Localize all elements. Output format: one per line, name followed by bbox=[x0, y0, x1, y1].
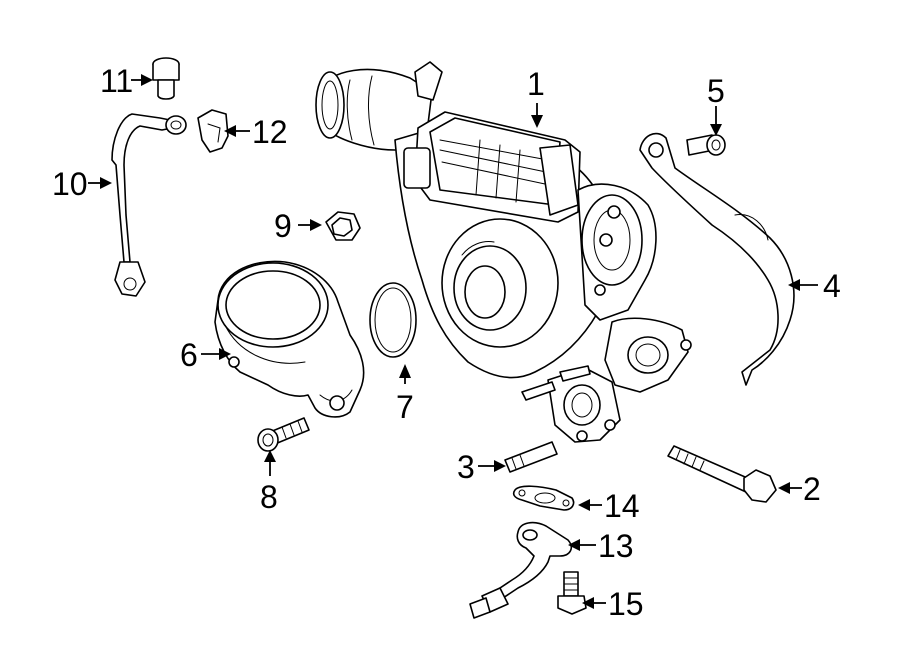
callout-7-label: 7 bbox=[396, 389, 414, 425]
callout-3-label: 3 bbox=[457, 449, 475, 485]
callout-13-label: 13 bbox=[598, 528, 634, 564]
o-ring: 7 bbox=[369, 282, 417, 425]
callout-11-label: 11 bbox=[100, 63, 133, 99]
gasket: 14 bbox=[512, 485, 640, 524]
bolt-8: 8 bbox=[257, 417, 310, 515]
callout-12-label: 12 bbox=[252, 114, 288, 150]
clip: 12 bbox=[197, 109, 288, 153]
callout-8-label: 8 bbox=[260, 479, 278, 515]
callout-5-label: 5 bbox=[707, 73, 725, 109]
plug: 9 bbox=[274, 208, 361, 244]
bolt-5: 5 bbox=[686, 73, 726, 156]
stud: 3 bbox=[457, 441, 558, 485]
callout-6-label: 6 bbox=[180, 337, 198, 373]
callout-14-label: 14 bbox=[604, 488, 640, 524]
callout-2-label: 2 bbox=[803, 471, 821, 507]
oil-feed-line: 10 bbox=[52, 113, 187, 297]
bolt-long: 2 bbox=[667, 445, 821, 507]
callout-9-label: 9 bbox=[274, 208, 292, 244]
turbocharger-assembly: 1 bbox=[315, 61, 692, 443]
bolt-15: 15 bbox=[557, 571, 644, 622]
intake-adapter: 6 bbox=[180, 260, 365, 418]
banjo-bolt: 11 bbox=[100, 57, 180, 100]
callout-10-label: 10 bbox=[52, 166, 88, 202]
callout-15-label: 15 bbox=[608, 586, 644, 622]
oil-return-tube: 13 bbox=[469, 521, 634, 619]
heat-shield: 4 bbox=[639, 132, 841, 386]
callout-4-label: 4 bbox=[823, 268, 841, 304]
callout-1-label: 1 bbox=[527, 66, 545, 102]
